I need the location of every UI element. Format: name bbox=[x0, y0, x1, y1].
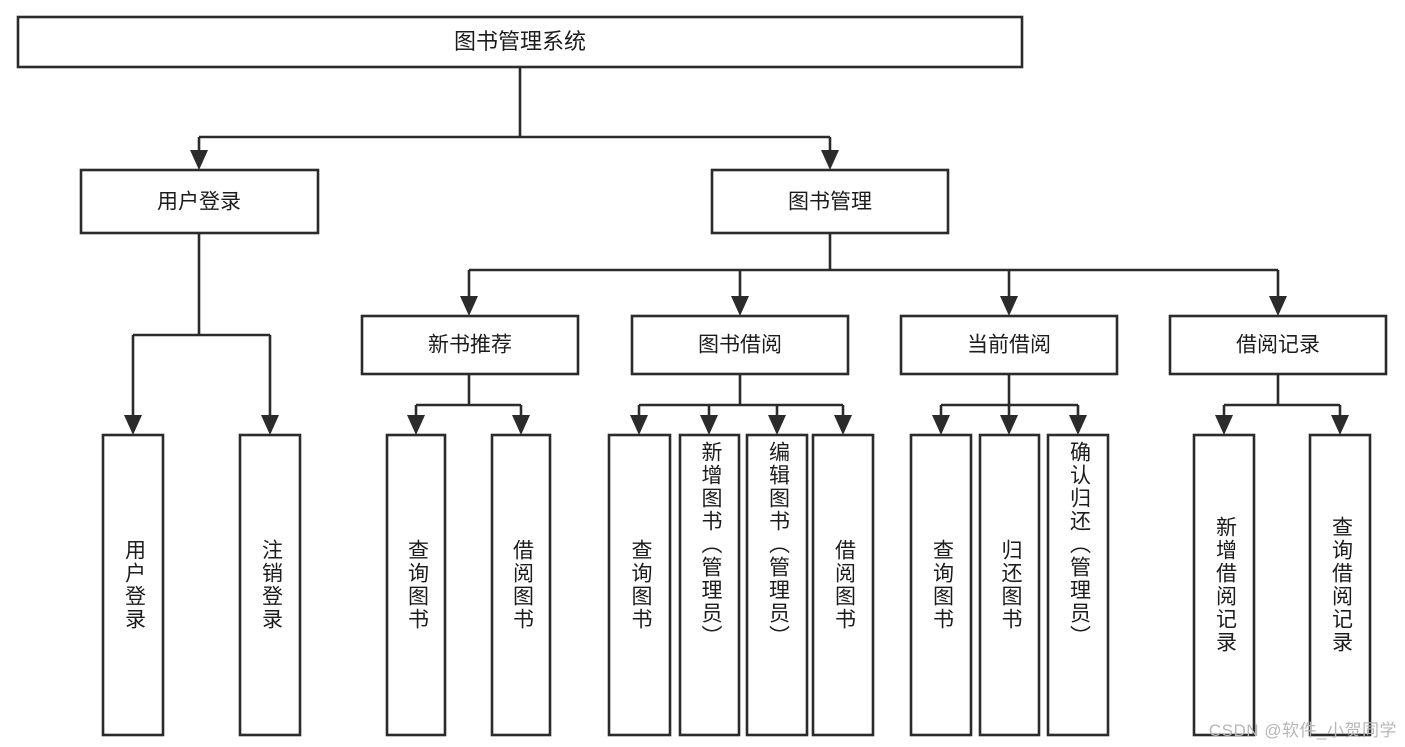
arrowhead-leaf-query-book-3 bbox=[932, 415, 950, 435]
node-root-label: 图书管理系统 bbox=[454, 29, 586, 54]
edges-current-borrow-to-leaves bbox=[932, 374, 1087, 435]
arrowhead-leaf-edit-book bbox=[768, 415, 786, 435]
arrowhead-leaf-confirm-return bbox=[1069, 415, 1087, 435]
arrowhead-leaf-query-book-1 bbox=[407, 415, 425, 435]
leaf-borrow-book-1-box[interactable] bbox=[490, 433, 552, 737]
node-current-borrow-label: 当前借阅 bbox=[967, 334, 1051, 357]
leaf-boxes-current-borrow bbox=[909, 433, 1110, 737]
arrowhead-new-book-recommend bbox=[460, 296, 478, 316]
leaf-return-book-box[interactable] bbox=[978, 433, 1041, 737]
leaf-edit-book-box[interactable] bbox=[745, 433, 809, 737]
node-borrow-record[interactable]: 借阅记录 bbox=[1168, 314, 1388, 376]
node-user-login-label: 用户登录 bbox=[157, 191, 241, 214]
node-book-borrow-label: 图书借阅 bbox=[698, 334, 782, 357]
leaf-user-logout-box[interactable] bbox=[238, 433, 302, 737]
node-book-manage-box[interactable] bbox=[710, 168, 950, 235]
leaf-query-book-3-box[interactable] bbox=[909, 433, 973, 737]
arrowhead-leaf-add-book bbox=[700, 415, 718, 435]
node-current-borrow-box[interactable] bbox=[899, 314, 1119, 376]
arrowhead-current-borrow bbox=[1000, 296, 1018, 316]
node-book-manage-label: 图书管理 bbox=[788, 191, 872, 214]
arrowhead-leaf-user-logout bbox=[261, 415, 279, 435]
leaf-boxes-book-borrow bbox=[607, 433, 875, 737]
leaf-query-record-box[interactable] bbox=[1308, 433, 1372, 737]
edges-borrow-record-to-leaves bbox=[1215, 374, 1349, 435]
csdn-watermark: CSDN @软件_小贺同学 bbox=[1208, 721, 1397, 740]
node-current-borrow[interactable]: 当前借阅 bbox=[899, 314, 1119, 376]
leaf-boxes-user-login bbox=[101, 433, 302, 737]
arrowhead-book-borrow bbox=[731, 296, 749, 316]
leaf-user-login-box[interactable] bbox=[101, 433, 165, 737]
leaf-boxes-new-book-recommend bbox=[385, 433, 552, 737]
node-user-login-box[interactable] bbox=[79, 168, 320, 235]
node-borrow-record-box[interactable] bbox=[1168, 314, 1388, 376]
node-book-borrow-box[interactable] bbox=[630, 314, 850, 376]
arrowhead-leaf-add-record bbox=[1215, 415, 1233, 435]
leaf-add-record-box[interactable] bbox=[1192, 433, 1256, 737]
node-root-box[interactable] bbox=[16, 15, 1024, 69]
leaf-add-book-box[interactable] bbox=[678, 433, 741, 737]
leaf-boxes-borrow-record bbox=[1192, 433, 1372, 737]
leaf-query-book-1-box[interactable] bbox=[385, 433, 447, 737]
arrowhead-book-manage bbox=[821, 150, 839, 170]
arrowhead-leaf-user-login bbox=[124, 415, 142, 435]
edges-root-to-level2 bbox=[190, 67, 839, 170]
node-new-book-recommend-box[interactable] bbox=[360, 314, 580, 376]
arrowhead-borrow-record bbox=[1269, 296, 1287, 316]
arrowhead-user-login bbox=[190, 150, 208, 170]
node-user-login[interactable]: 用户登录 bbox=[79, 168, 320, 235]
node-new-book-recommend-label: 新书推荐 bbox=[428, 334, 512, 357]
arrowhead-leaf-borrow-book-2 bbox=[834, 415, 852, 435]
edges-new-book-recommend-to-leaves bbox=[407, 374, 530, 435]
node-book-borrow[interactable]: 图书借阅 bbox=[630, 314, 850, 376]
node-new-book-recommend[interactable]: 新书推荐 bbox=[360, 314, 580, 376]
leaf-borrow-book-2-box[interactable] bbox=[811, 433, 875, 737]
node-root[interactable]: 图书管理系统 bbox=[16, 15, 1024, 69]
edges-book-borrow-to-leaves bbox=[630, 374, 852, 435]
edges-user-login-to-leaves bbox=[124, 233, 279, 435]
leaf-query-book-2-box[interactable] bbox=[607, 433, 672, 737]
leaf-confirm-return-box[interactable] bbox=[1046, 433, 1110, 737]
arrowhead-leaf-return-book bbox=[1000, 415, 1018, 435]
arrowhead-leaf-query-book-2 bbox=[630, 415, 648, 435]
node-borrow-record-label: 借阅记录 bbox=[1236, 334, 1320, 357]
arrowhead-leaf-borrow-book-1 bbox=[512, 415, 530, 435]
node-book-manage[interactable]: 图书管理 bbox=[710, 168, 950, 235]
arrowhead-leaf-query-record bbox=[1331, 415, 1349, 435]
edges-book-manage-to-level3 bbox=[460, 233, 1287, 316]
